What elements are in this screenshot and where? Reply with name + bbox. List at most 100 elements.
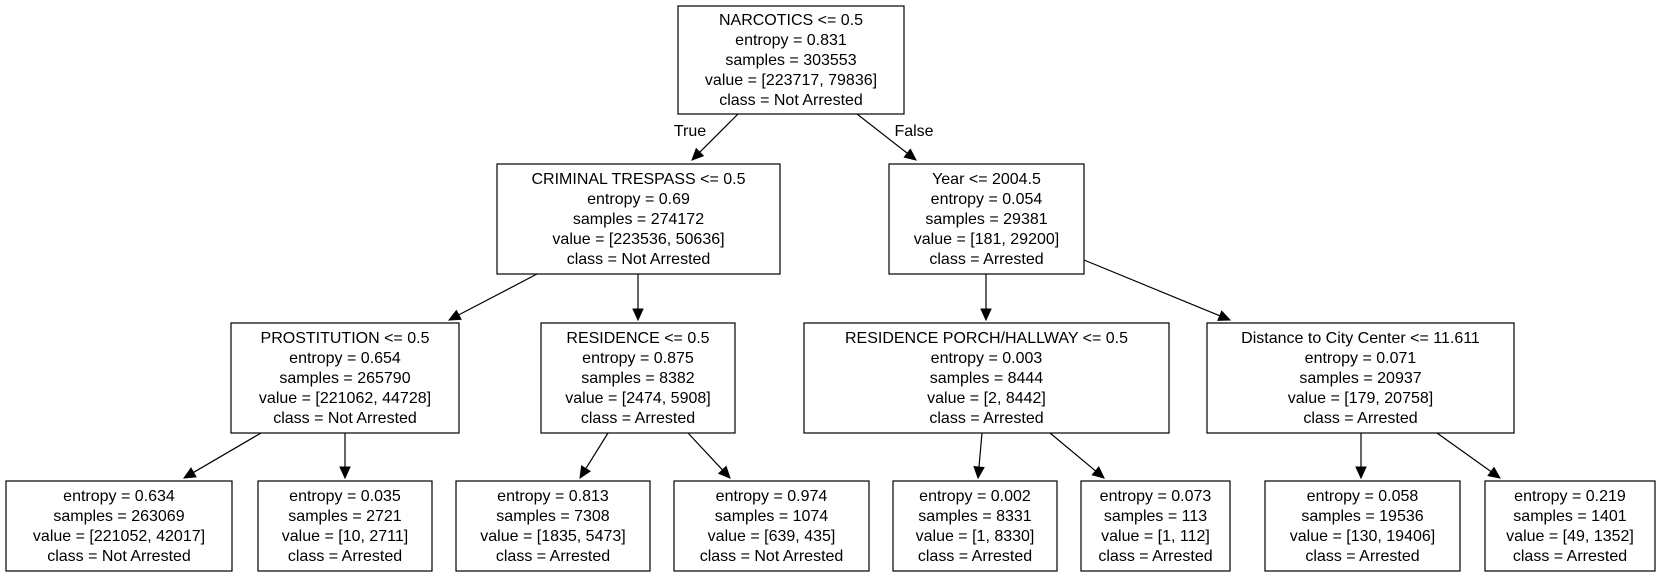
edge-line — [687, 432, 723, 471]
tree-edges: True False — [182, 113, 1501, 480]
edge-line — [458, 273, 538, 316]
node-text-line: value = [221052, 42017] — [33, 528, 205, 545]
node-text-line: samples = 7308 — [496, 508, 610, 525]
node-box — [673, 480, 870, 572]
node-text-line: samples = 8382 — [581, 370, 695, 387]
node-text-line: entropy = 0.003 — [931, 350, 1043, 367]
edge-line — [699, 113, 739, 153]
node-text-line: value = [49, 1352] — [1506, 528, 1634, 545]
tree-edge — [973, 432, 985, 480]
node-text-line: samples = 263069 — [53, 508, 184, 525]
node-text-line: Year <= 2004.5 — [932, 171, 1041, 188]
node-text-line: samples = 1401 — [1513, 508, 1627, 525]
node-text-line: entropy = 0.634 — [63, 488, 175, 505]
node-box — [257, 480, 433, 572]
tree-node: Distance to City Center <= 11.611 entropy… — [1206, 322, 1515, 434]
node-text-line: class = Arrested — [1513, 548, 1627, 565]
node-text-line: class = Arrested — [1303, 410, 1417, 427]
node-text-line: samples = 29381 — [925, 211, 1047, 228]
node-box — [1080, 480, 1231, 572]
node-box — [540, 322, 736, 434]
node-text-line: class = Arrested — [496, 548, 610, 565]
node-text-line: entropy = 0.875 — [582, 350, 694, 367]
arrowhead-icon — [1217, 310, 1232, 321]
edge-line — [1049, 432, 1096, 472]
tree-node: entropy = 0.219 samples = 1401 value = [49… — [1484, 480, 1656, 572]
node-text-line: samples = 113 — [1104, 508, 1207, 525]
node-text-line: samples = 303553 — [725, 52, 856, 69]
arrowhead-icon — [717, 465, 731, 479]
node-text-line: value = [221062, 44728] — [259, 390, 431, 407]
node-text-line: value = [10, 2711] — [282, 528, 408, 545]
arrowhead-icon — [980, 308, 992, 322]
node-text-line: class = Not Arrested — [700, 548, 844, 565]
tree-node: RESIDENCE PORCH/HALLWAY <= 0.5 entropy = … — [803, 322, 1170, 434]
node-text-line: value = [1, 112] — [1101, 528, 1210, 545]
node-text-line: value = [130, 19406] — [1290, 528, 1435, 545]
tree-edge — [182, 432, 262, 479]
tree-node: Year <= 2004.5 entropy = 0.054 samples = 2… — [888, 163, 1085, 275]
arrowhead-icon — [182, 467, 197, 479]
node-text-line: entropy = 0.219 — [1514, 488, 1626, 505]
node-text-line: entropy = 0.035 — [289, 488, 401, 505]
node-text-line: entropy = 0.073 — [1100, 488, 1212, 505]
node-text-line: samples = 1074 — [715, 508, 829, 525]
node-text-line: value = [2, 8442] — [927, 390, 1046, 407]
node-text-line: value = [223536, 50636] — [552, 231, 724, 248]
edge-label: False — [894, 123, 933, 140]
node-text-line: PROSTITUTION <= 0.5 — [261, 330, 430, 347]
node-text-line: samples = 19536 — [1301, 508, 1423, 525]
node-text-line: samples = 20937 — [1299, 370, 1421, 387]
node-text-line: samples = 8331 — [918, 508, 1032, 525]
edge-line — [1436, 432, 1492, 473]
node-text-line: class = Arrested — [288, 548, 402, 565]
node-text-line: class = Not Arrested — [719, 92, 863, 109]
node-box — [496, 163, 781, 275]
tree-edge — [339, 433, 351, 480]
tree-edge: True — [674, 113, 739, 161]
node-text-line: samples = 2721 — [288, 508, 402, 525]
node-text-line: class = Arrested — [581, 410, 695, 427]
node-text-line: class = Arrested — [918, 548, 1032, 565]
tree-edge — [1436, 432, 1501, 479]
node-text-line: class = Arrested — [1305, 548, 1419, 565]
arrowhead-icon — [632, 308, 644, 322]
node-text-line: class = Not Arrested — [273, 410, 417, 427]
node-text-line: Distance to City Center <= 11.611 — [1241, 330, 1480, 347]
node-box — [455, 480, 651, 572]
node-box — [888, 163, 1085, 275]
node-text-line: class = Arrested — [1098, 548, 1212, 565]
tree-node: entropy = 0.035 samples = 2721 value = [10… — [257, 480, 433, 572]
node-text-line: entropy = 0.054 — [931, 191, 1043, 208]
node-text-line: class = Arrested — [929, 251, 1043, 268]
tree-edge — [687, 432, 731, 479]
edge-line — [1083, 259, 1221, 317]
node-text-line: value = [223717, 79836] — [705, 72, 877, 89]
arrowhead-icon — [447, 309, 462, 321]
node-box — [5, 480, 233, 572]
tree-edge — [1049, 432, 1105, 479]
node-text-line: RESIDENCE PORCH/HALLWAY <= 0.5 — [845, 330, 1128, 347]
node-box — [803, 322, 1170, 434]
arrowhead-icon — [903, 148, 917, 161]
tree-edge — [579, 432, 609, 480]
tree-edge — [632, 274, 644, 322]
node-text-line: entropy = 0.831 — [735, 32, 847, 49]
arrowhead-icon — [973, 466, 985, 480]
edge-line — [856, 113, 908, 154]
node-text-line: entropy = 0.654 — [289, 350, 401, 367]
node-box — [677, 5, 905, 115]
node-text-line: samples = 8444 — [930, 370, 1044, 387]
tree-node: entropy = 0.073 samples = 113 value = [1, … — [1080, 480, 1231, 572]
tree-edge: False — [856, 113, 934, 161]
node-text-line: entropy = 0.071 — [1305, 350, 1417, 367]
arrowhead-icon — [339, 466, 351, 480]
node-text-line: entropy = 0.002 — [919, 488, 1031, 505]
node-text-line: entropy = 0.974 — [716, 488, 828, 505]
node-box — [1264, 480, 1461, 572]
